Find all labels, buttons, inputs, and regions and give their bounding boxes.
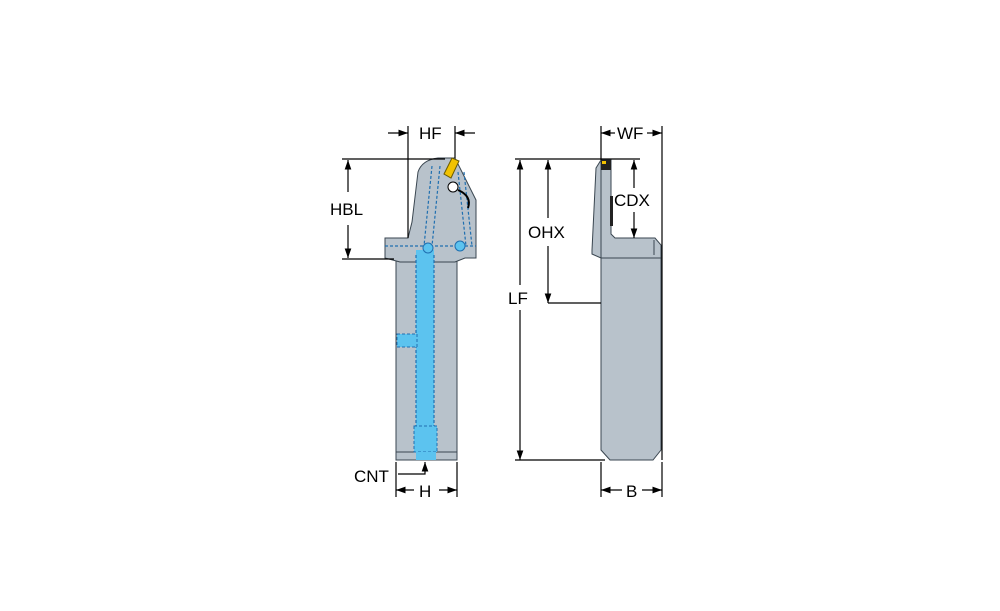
coolant-outlet [413,425,438,453]
coolant-bore-2 [457,171,467,247]
coolant-side-port [396,333,418,348]
front-view [384,157,477,461]
label-ohx: OHX [528,223,565,242]
side-key [610,196,613,226]
label-h: H [419,482,431,501]
label-b: B [626,482,637,501]
screw-icon [447,181,459,193]
coolant-outlet-end [416,452,436,460]
side-insert [601,160,611,170]
front-dimensions [342,126,475,497]
insert [443,157,460,179]
side-view [591,159,662,461]
coolant-bore-1 [423,165,433,247]
label-hf: HF [419,124,442,143]
key-icon [457,189,470,209]
label-lf: LF [508,289,528,308]
side-shank [600,254,662,461]
label-cdx: CDX [614,191,650,210]
plug-1 [422,242,434,254]
side-head [591,159,662,259]
label-wf: WF [617,124,643,143]
label-cnt: CNT [354,467,389,486]
plug-2 [454,240,466,252]
label-hbl: HBL [330,200,363,219]
side-dimensions [515,126,663,497]
coolant-channel [416,250,434,426]
